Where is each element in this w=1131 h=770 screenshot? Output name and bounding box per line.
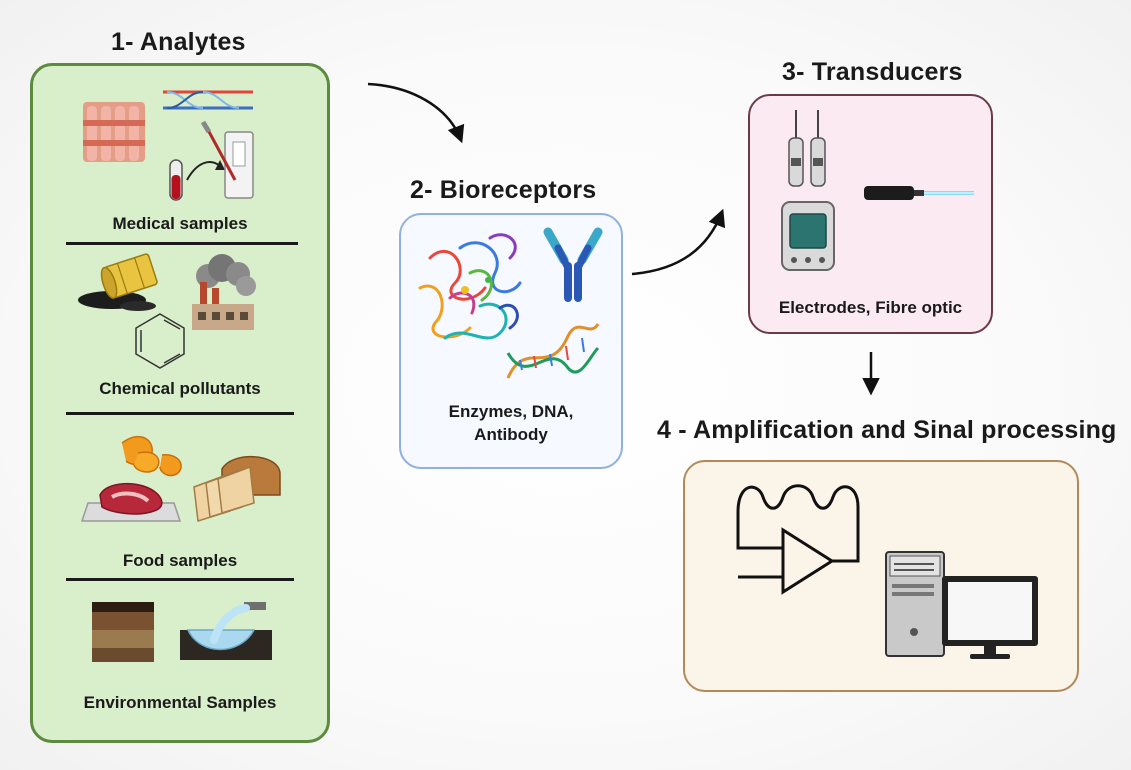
divider-2 xyxy=(66,412,294,415)
amplification-title: 4 - Amplification and Sinal processing xyxy=(657,416,1117,444)
benzene-ring-icon xyxy=(135,313,185,369)
environmental-samples-label: Environmental Samples xyxy=(83,693,277,712)
chemical-pollutants-label: Chemical pollutants xyxy=(99,379,261,398)
fibre-optic-icon xyxy=(864,186,974,200)
food-samples-illustration xyxy=(80,435,281,522)
antibody-icon xyxy=(543,227,603,302)
computer-icon xyxy=(885,551,1038,659)
dna-helix-icon xyxy=(506,323,600,379)
bioreceptors-caption-line1: Enzymes, DNA, xyxy=(448,402,574,421)
analytes-title: 1- Analytes xyxy=(111,28,246,56)
arrow-bioreceptors-to-transducers xyxy=(631,208,726,276)
enzyme-protein-icon xyxy=(418,233,522,340)
test-tube-rack-icon xyxy=(83,102,145,162)
rapid-test-icon xyxy=(200,120,254,199)
orange-peel-icon xyxy=(121,435,182,477)
amplification-illustration xyxy=(736,484,1038,659)
bioreceptors-caption-line2: Antibody xyxy=(474,425,548,444)
blood-tube-icon xyxy=(169,159,225,201)
medical-samples-label: Medical samples xyxy=(112,214,248,233)
transducers-title: 3- Transducers xyxy=(782,58,963,86)
transducers-caption: Electrodes, Fibre optic xyxy=(778,298,963,317)
dna-strand-icon xyxy=(163,90,253,110)
electrode-meter-icon xyxy=(781,110,835,271)
meat-tray-icon xyxy=(80,482,182,522)
factory-smoke-icon xyxy=(192,254,256,330)
bread-loaf-icon xyxy=(193,456,281,522)
amplifier-circuit-icon xyxy=(736,484,860,595)
soil-layers-icon xyxy=(92,602,154,662)
oil-barrel-icon xyxy=(78,253,158,311)
divider-1 xyxy=(66,242,298,245)
arrow-analytes-to-bioreceptors xyxy=(367,82,465,144)
food-samples-label: Food samples xyxy=(122,551,238,570)
chemical-pollutants-illustration xyxy=(78,253,256,369)
bioreceptors-illustration xyxy=(418,227,603,379)
transducers-illustration xyxy=(781,110,974,271)
divider-3 xyxy=(66,578,294,581)
bioreceptors-title: 2- Bioreceptors xyxy=(410,176,597,204)
environmental-samples-illustration xyxy=(92,602,272,662)
water-outflow-icon xyxy=(180,602,272,660)
medical-samples-illustration xyxy=(83,90,254,201)
